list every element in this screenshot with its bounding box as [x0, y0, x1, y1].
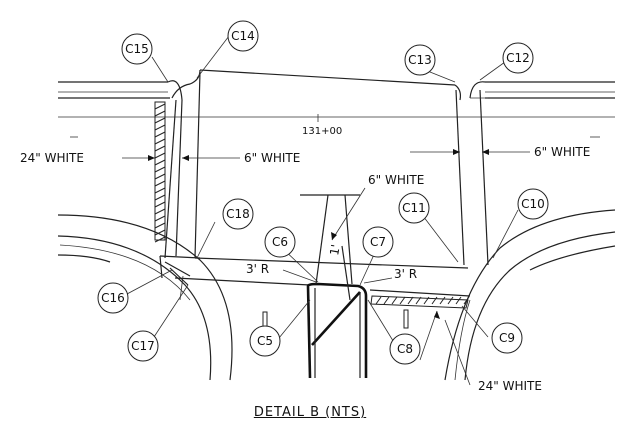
- hatched-bar-bottom: [370, 295, 470, 309]
- hatched-bar-left: [154, 101, 166, 243]
- note-3ft-radius-right: 3' R: [394, 267, 417, 281]
- svg-text:C18: C18: [226, 207, 250, 221]
- callout-c17: C17: [127, 330, 159, 362]
- svg-text:C10: C10: [521, 197, 545, 211]
- callout-leaders: [126, 35, 519, 345]
- callout-c18: C18: [222, 198, 254, 230]
- callout-c15: C15: [121, 33, 153, 65]
- note-3ft-radius-left: 3' R: [246, 262, 269, 276]
- svg-text:C11: C11: [402, 201, 426, 215]
- corner-markings-left: [164, 261, 191, 301]
- svg-text:C9: C9: [499, 331, 515, 345]
- crosswalk-outline: [159, 69, 489, 297]
- svg-text:C7: C7: [370, 235, 386, 249]
- callout-c5: C5: [249, 325, 281, 357]
- callout-c14: C14: [227, 20, 259, 52]
- callout-c11: C11: [398, 192, 430, 224]
- station-label: 131+00: [302, 126, 342, 137]
- svg-text:C5: C5: [257, 334, 273, 348]
- callout-c6: C6: [264, 226, 296, 258]
- left-curb-curves: [57, 214, 233, 381]
- svg-text:C15: C15: [125, 42, 149, 56]
- right-curb-curves: [444, 209, 616, 381]
- median-island: [300, 194, 368, 379]
- upper-roadway-lines: [58, 81, 615, 138]
- dimension-1ft: 1': [327, 243, 343, 256]
- note-6-white-left: 6" WHITE: [244, 151, 300, 165]
- note-6-white-center: 6" WHITE: [368, 173, 424, 187]
- callout-c10: C10: [517, 188, 549, 220]
- top-corner-curbs: [167, 69, 488, 101]
- svg-text:C8: C8: [397, 342, 413, 356]
- leader-lines: [122, 149, 530, 386]
- note-6-white-right: 6" WHITE: [534, 145, 590, 159]
- note-24-white-left: 24" WHITE: [20, 151, 84, 165]
- svg-text:C14: C14: [231, 29, 255, 43]
- svg-text:C13: C13: [408, 53, 432, 67]
- callout-c16: C16: [97, 282, 129, 314]
- svg-text:C17: C17: [131, 339, 155, 353]
- note-24-white-bottom: 24" WHITE: [478, 379, 542, 393]
- callout-c9: C9: [491, 322, 523, 354]
- detail-caption: DETAIL B (NTS): [253, 405, 367, 420]
- svg-text:C16: C16: [101, 291, 125, 305]
- callout-c13: C13: [404, 44, 436, 76]
- svg-text:C6: C6: [272, 235, 288, 249]
- callout-c7: C7: [362, 226, 394, 258]
- callout-c12: C12: [502, 42, 534, 74]
- svg-text:C12: C12: [506, 51, 530, 65]
- callout-c8: C8: [389, 333, 421, 365]
